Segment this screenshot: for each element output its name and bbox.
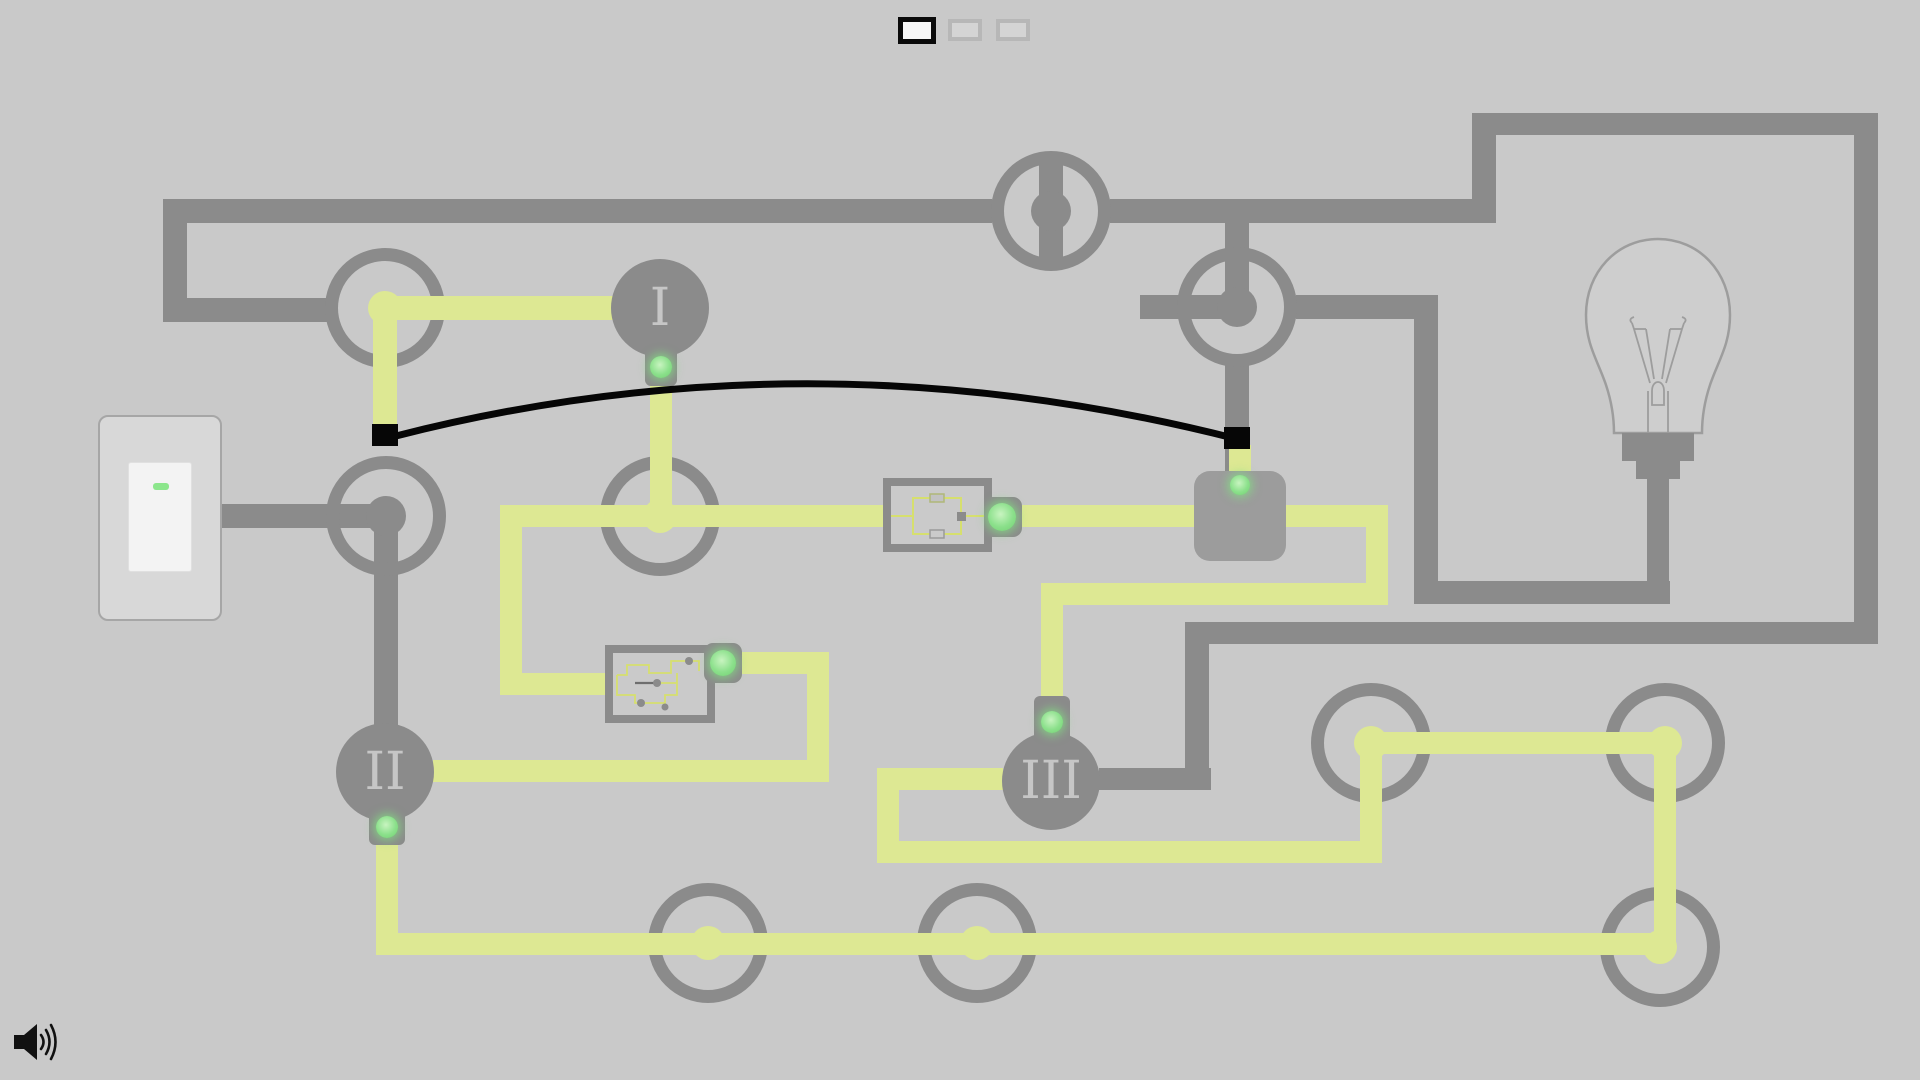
wire-module-right: [1284, 505, 1388, 527]
wire-bulb-vertical: [1647, 490, 1669, 595]
bulb-filament: [1629, 316, 1687, 433]
socket-1[interactable]: I: [611, 259, 709, 357]
wire-junction-to-plug: [373, 308, 397, 430]
chip-module-2[interactable]: [605, 645, 715, 723]
patch-cable[interactable]: [395, 380, 1238, 443]
wire-socket3-right: [1099, 768, 1211, 790]
wire-to-socket3-top: [1041, 583, 1388, 605]
bulb-glass: [1584, 237, 1732, 435]
cable-plug-right[interactable]: [1224, 427, 1250, 449]
power-switch[interactable]: [98, 415, 222, 621]
socket-2-label: II: [364, 742, 406, 802]
junction-node-powered: [691, 926, 725, 960]
socket-2-green-connector[interactable]: [376, 816, 398, 838]
wire-chip2-out: [723, 652, 829, 674]
wire-grid-elbow-down: [1360, 743, 1382, 863]
wire-grid-elbow-left: [877, 841, 1382, 863]
wire-module-corner-down: [1366, 505, 1388, 605]
wire-socket3-left: [877, 768, 1003, 790]
wire-top-edge: [1472, 113, 1878, 135]
wire-right-edge: [1854, 113, 1878, 644]
level-dot-active[interactable]: [898, 17, 936, 44]
junction-node-powered: [960, 926, 994, 960]
sound-toggle[interactable]: [12, 1020, 58, 1064]
wire-stub-to-junction: [163, 298, 330, 322]
dial-2-pivot[interactable]: [1217, 287, 1257, 327]
wire-dial2-top: [1225, 221, 1249, 249]
wire-loop-bottom: [1196, 622, 1878, 644]
wire-socket2-right: [433, 760, 829, 782]
socket-3-green-connector[interactable]: [1041, 711, 1063, 733]
wire-dial2-left-stub: [1140, 295, 1180, 319]
junction-node-unpowered: [366, 496, 406, 536]
speaker-icon: [14, 1024, 37, 1060]
chip-1-green-connector[interactable]: [988, 503, 1016, 531]
switch-on-indicator: [153, 483, 169, 490]
wire-socket1-down: [650, 374, 672, 516]
socket-1-label: I: [649, 278, 671, 338]
junction-node-powered: [1643, 930, 1677, 964]
wire-chip2-in: [500, 673, 607, 695]
junction-node-powered: [1354, 726, 1388, 760]
wire-top-horizontal-right: [1110, 199, 1496, 223]
level-dot-2[interactable]: [948, 19, 982, 41]
wire-chip2-out-down: [807, 652, 829, 782]
wire-bottom-run: [376, 933, 1666, 955]
junction-node-powered: [643, 499, 677, 533]
wire-loop-down: [1185, 622, 1209, 790]
wire-ring-to-chip1: [660, 505, 885, 527]
wire-socket3-top-down: [1041, 594, 1063, 706]
wire-plug-to-module: [1229, 445, 1251, 475]
wire-top-horizontal-left: [163, 199, 992, 223]
chip-module-1[interactable]: [883, 478, 992, 552]
relay-module-green-connector[interactable]: [1230, 475, 1250, 495]
socket-3[interactable]: III: [1002, 732, 1100, 830]
wire-up-to-socket3-left: [877, 768, 899, 863]
bulb-base: [1622, 433, 1694, 501]
wire-chip1-to-module: [1010, 505, 1196, 527]
socket-3-label: III: [1020, 751, 1082, 811]
wire-dial2-down: [1414, 295, 1438, 604]
junction-node-powered: [368, 291, 402, 325]
level-dot-3[interactable]: [996, 19, 1030, 41]
wire-to-bulb: [1414, 581, 1670, 604]
wire-socket2-down: [376, 827, 398, 955]
socket-2[interactable]: II: [336, 723, 434, 821]
cable-plug-left[interactable]: [372, 424, 398, 446]
wire-junction-to-socket1: [385, 296, 613, 320]
speaker-waves-icon: [39, 1023, 57, 1061]
wire-grid-top-horizontal: [1371, 732, 1665, 754]
switch-rocker[interactable]: [128, 462, 192, 572]
chip-2-green-connector[interactable]: [710, 650, 736, 676]
dial-1-pivot[interactable]: [1031, 191, 1071, 231]
chip-2-circuit-art: [616, 657, 700, 711]
wire-down-to-chip2: [500, 505, 522, 695]
wire-grid-right-vertical: [1654, 743, 1676, 947]
wire-ring-left: [500, 505, 661, 527]
light-bulb: [1584, 237, 1732, 501]
chip-1-circuit-art: [891, 493, 984, 539]
junction-node-powered: [1648, 726, 1682, 760]
socket-1-green-connector[interactable]: [650, 356, 672, 378]
